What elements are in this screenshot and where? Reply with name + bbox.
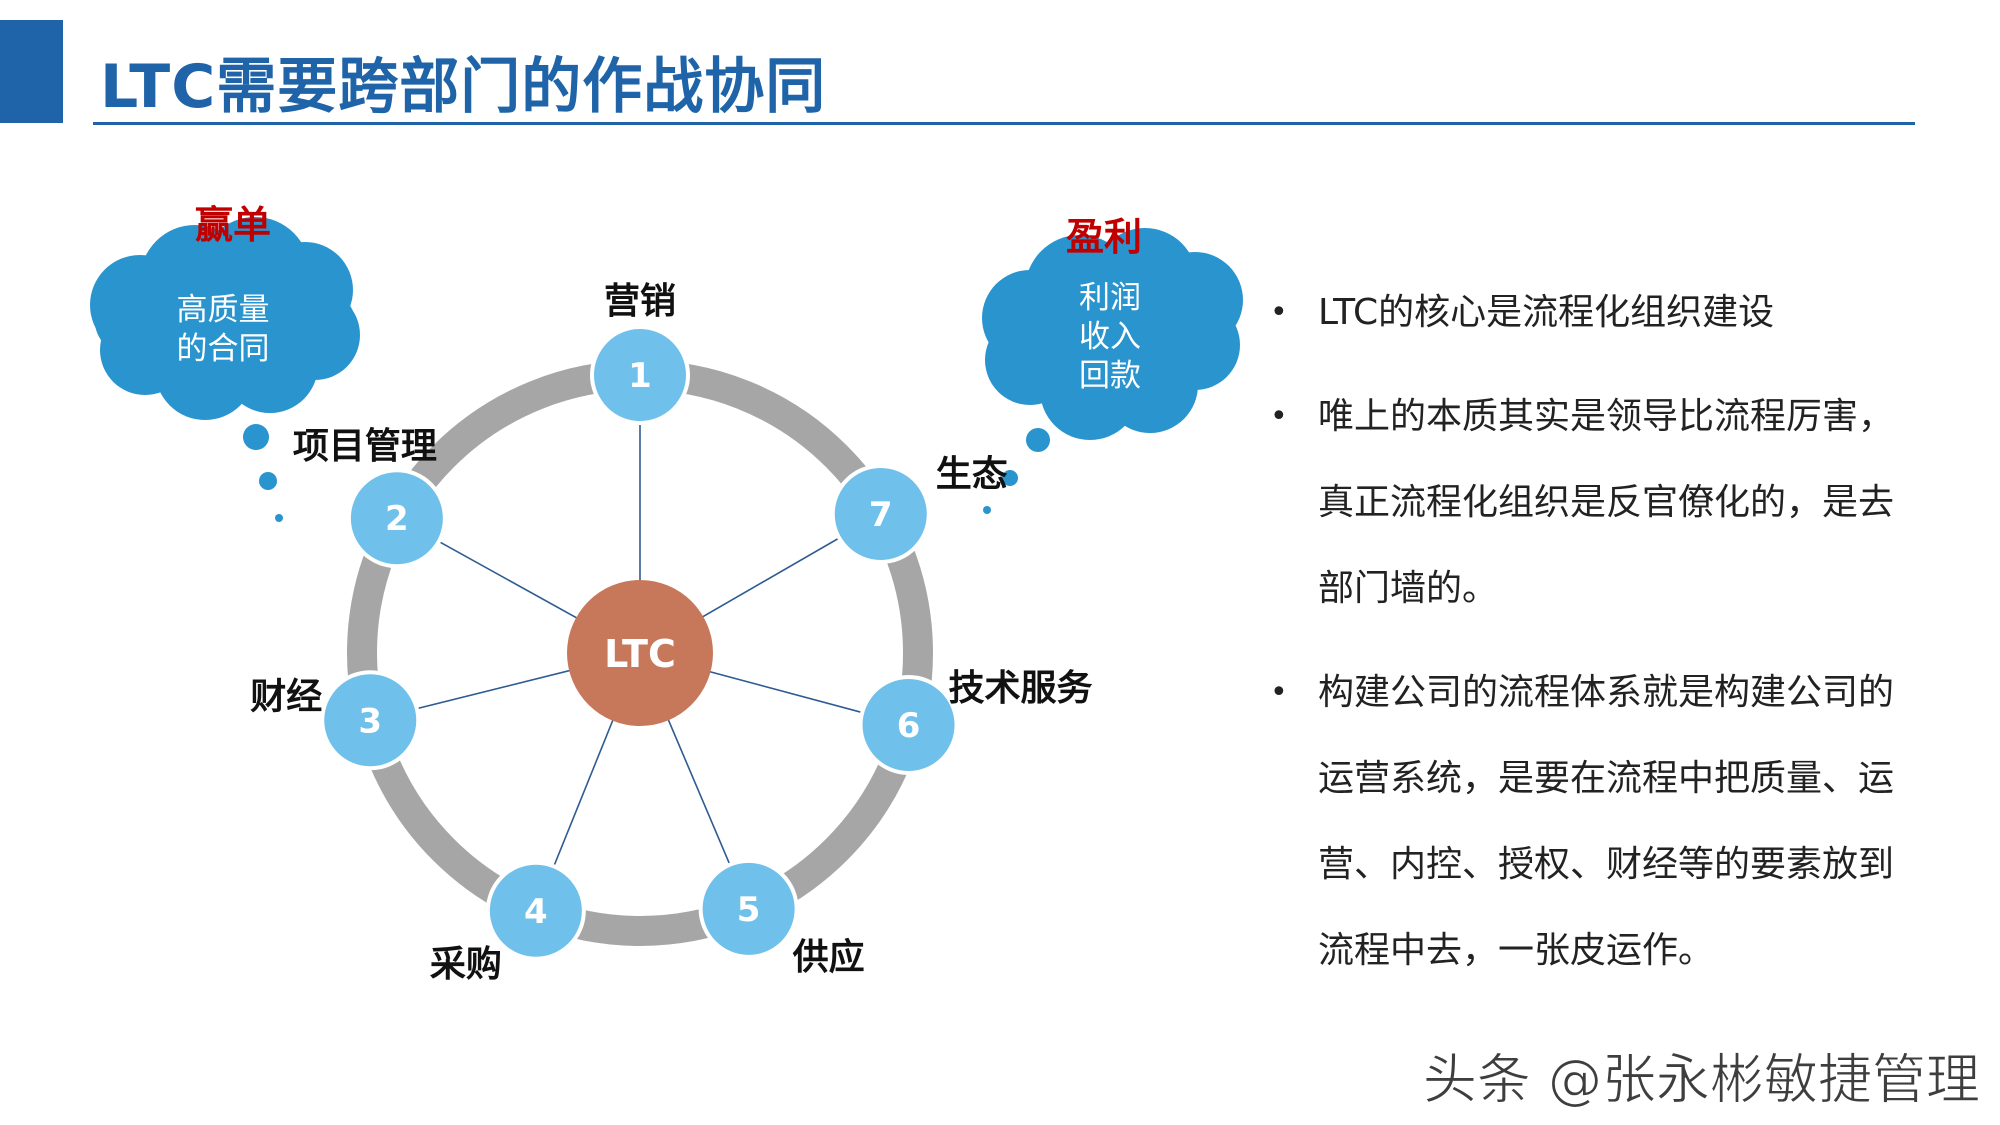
cloud-left-heading: 赢单 <box>195 203 271 247</box>
department-node <box>862 678 955 771</box>
department-label: 技术服务 <box>949 668 1093 709</box>
bullet-item: 构建公司的流程体系就是构建公司的运营系统，是要在流程中把质量、运营、内控、授权、… <box>1270 650 1920 994</box>
department-node-number: 7 <box>869 495 893 535</box>
ltc-center-label: LTC <box>604 632 676 676</box>
title-accent-bar <box>0 20 63 123</box>
bullet-item: LTC的核心是流程化组织建设 <box>1270 270 1920 356</box>
department-label: 项目管理 <box>293 426 437 467</box>
bullet-list: LTC的核心是流程化组织建设 唯上的本质其实是领导比流程厉害，真正流程化组织是反… <box>1270 270 1920 994</box>
department-node-number: 4 <box>524 892 548 932</box>
department-node <box>324 674 417 767</box>
cloud-right-heading: 盈利 <box>1066 215 1142 259</box>
department-node <box>350 472 443 565</box>
department-label: 财经 <box>250 676 322 717</box>
department-node <box>489 864 582 957</box>
cloud-right-line-1: 利润 <box>1079 280 1141 316</box>
department-node-number: 3 <box>358 701 382 741</box>
cloud-left <box>90 217 360 522</box>
department-node-number: 5 <box>737 890 761 930</box>
cloud-right-line-2: 收入 <box>1079 319 1141 355</box>
department-node <box>594 329 686 421</box>
title-underline <box>93 122 1915 125</box>
bullet-item: 唯上的本质其实是领导比流程厉害，真正流程化组织是反官僚化的，是去部门墙的。 <box>1270 374 1920 632</box>
cloud-left-line-1: 高质量 <box>177 292 270 328</box>
department-node-number: 2 <box>385 499 409 539</box>
department-node-number: 1 <box>628 356 652 396</box>
cloud-right-line-3: 回款 <box>1079 358 1141 394</box>
department-nodes: 1 营销 2 项目管理 3 财经 4 采购 5 供应 6 技术服务 7 生态 <box>250 281 1092 985</box>
department-label: 供应 <box>793 937 865 978</box>
department-node <box>702 862 795 955</box>
cloud-left-line-2: 的合同 <box>177 331 270 367</box>
department-label: 营销 <box>604 281 676 322</box>
ltc-center-node <box>567 580 713 726</box>
watermark: 头条 @张永彬敏捷管理 <box>1422 1048 1980 1112</box>
department-label: 采购 <box>430 944 502 985</box>
department-node-number: 6 <box>897 706 921 746</box>
page-title: LTC需要跨部门的作战协同 <box>100 52 827 122</box>
department-label: 生态 <box>936 454 1008 495</box>
department-node <box>834 468 927 560</box>
cloud-right <box>982 228 1243 514</box>
